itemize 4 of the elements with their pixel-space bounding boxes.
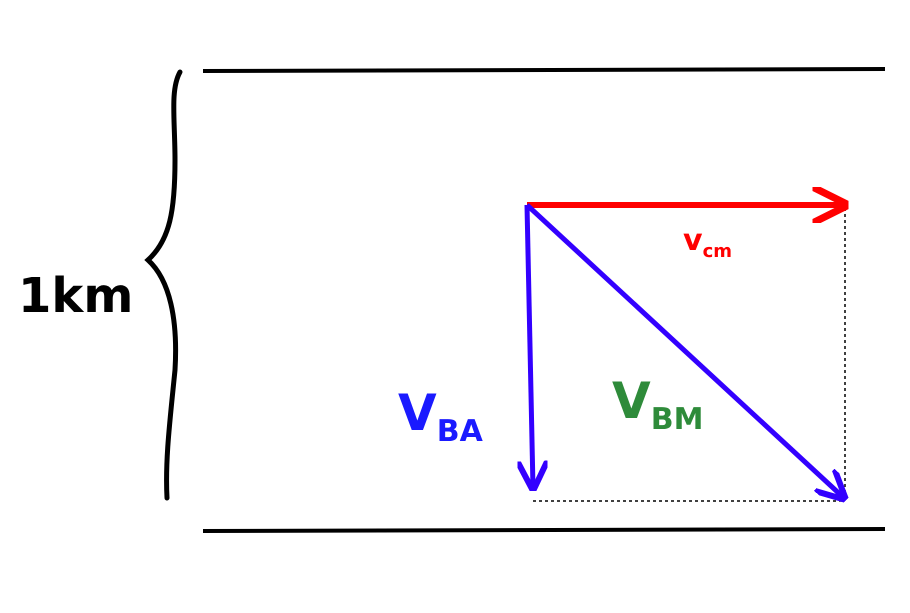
vector-label: V$_{BM}$ xyxy=(612,376,704,435)
vector-label: V$_{BA}$ xyxy=(398,388,483,447)
vector-label: v$_{cm}$ xyxy=(683,226,732,261)
distance-label: 1km xyxy=(18,272,134,320)
